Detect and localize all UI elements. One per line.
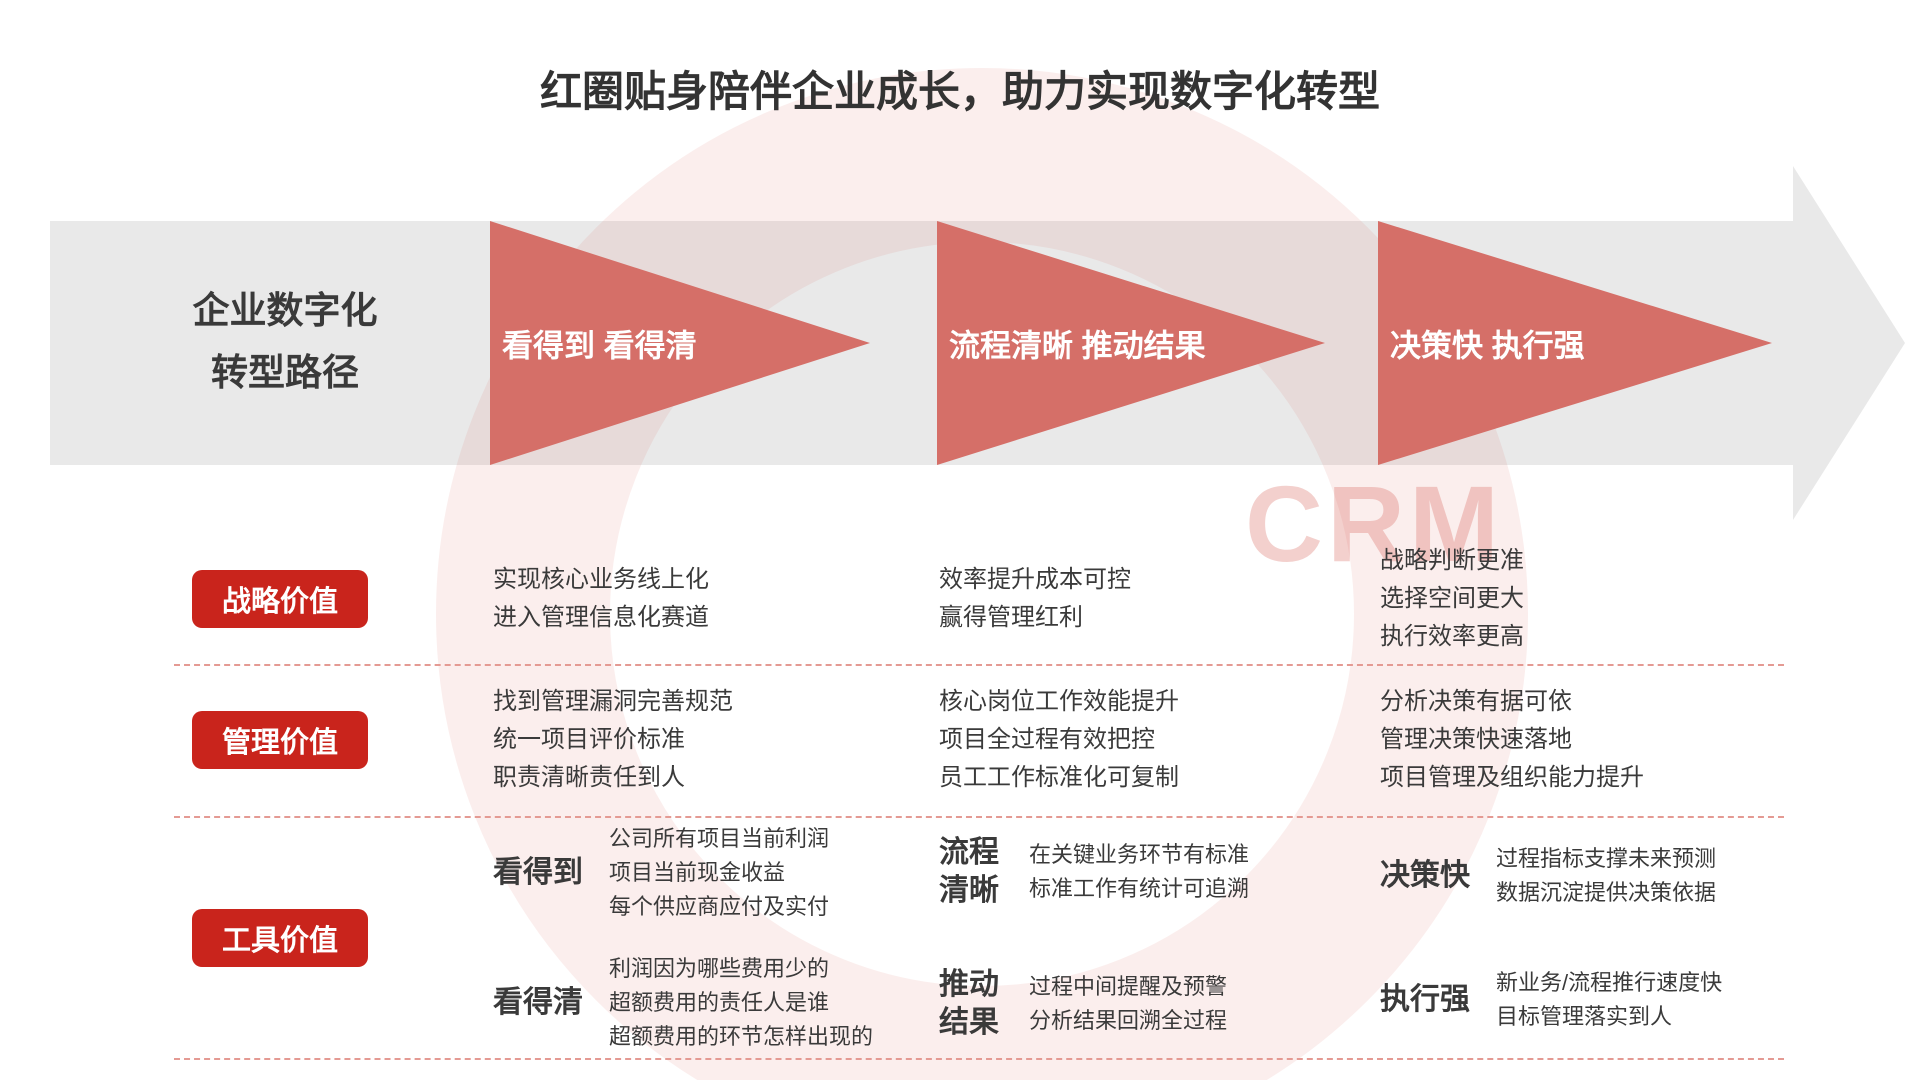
text-line: 分析决策有据可依 — [1380, 688, 1572, 715]
tool-group-strong-execution: 执行强 新业务/流程推行速度快 目标管理落实到人 — [1380, 966, 1722, 1034]
group-label: 推动结果 — [939, 968, 999, 1039]
text-line: 标准工作有统计可追溯 — [1029, 876, 1250, 901]
stage-3: 决策快 执行强 — [1378, 221, 1772, 465]
value-row-management: 管理价值 找到管理漏洞完善规范 统一项目评价标准 职责清晰责任到人 核心岗位工作… — [0, 664, 1920, 816]
text-line: 核心岗位工作效能提升 — [939, 688, 1179, 715]
group-items: 公司所有项目当前利润 项目当前现金收益 每个供应商应付及实付 — [609, 822, 829, 924]
group-label: 看得到 — [493, 856, 583, 889]
band-arrowhead-icon — [1793, 166, 1905, 520]
band-label-line1: 企业数字化 — [192, 290, 378, 331]
text-line: 每个供应商应付及实付 — [609, 894, 830, 919]
tool-col-1: 看得到 公司所有项目当前利润 项目当前现金收益 每个供应商应付及实付 看得清 利… — [493, 822, 873, 1054]
text-line: 利润因为哪些费用少的 — [609, 956, 830, 981]
tool-group-see-clearly: 看得清 利润因为哪些费用少的 超额费用的责任人是谁 超额费用的环节怎样出现的 — [493, 952, 873, 1054]
text-line: 实现核心业务线上化 — [493, 566, 709, 593]
text-line: 管理决策快速落地 — [1380, 726, 1572, 753]
stage-2-label: 流程清晰 推动结果 — [949, 328, 1206, 364]
group-items: 过程指标支撑未来预测 数据沉淀提供决策依据 — [1496, 842, 1716, 910]
strategic-col-1: 实现核心业务线上化 进入管理信息化赛道 — [493, 561, 709, 637]
tool-col-3: 决策快 过程指标支撑未来预测 数据沉淀提供决策依据 执行强 新业务/流程推行速度… — [1380, 842, 1722, 1034]
strategic-col-2: 效率提升成本可控 赢得管理红利 — [939, 561, 1131, 637]
text-line: 项目全过程有效把控 — [939, 726, 1155, 753]
tool-group-see-it: 看得到 公司所有项目当前利润 项目当前现金收益 每个供应商应付及实付 — [493, 822, 873, 924]
text-line: 在关键业务环节有标准 — [1029, 842, 1250, 867]
text-line: 目标管理落实到人 — [1496, 1004, 1673, 1029]
page-title: 红圈贴身陪伴企业成长，助力实现数字化转型 — [539, 68, 1380, 115]
text-line: 新业务/流程推行速度快 — [1496, 970, 1723, 995]
text-line: 执行效率更高 — [1380, 623, 1524, 650]
text-line: 数据沉淀提供决策依据 — [1496, 880, 1717, 905]
text-line: 选择空间更大 — [1380, 585, 1524, 612]
group-items: 过程中间提醒及预警 分析结果回溯全过程 — [1029, 970, 1227, 1038]
badge-tool-value: 工具价值 — [192, 909, 368, 967]
group-items: 利润因为哪些费用少的 超额费用的责任人是谁 超额费用的环节怎样出现的 — [609, 952, 873, 1054]
group-items: 新业务/流程推行速度快 目标管理落实到人 — [1496, 966, 1722, 1034]
management-col-3: 分析决策有据可依 管理决策快速落地 项目管理及组织能力提升 — [1380, 683, 1644, 797]
group-label: 流程清晰 — [939, 836, 999, 907]
text-line: 效率提升成本可控 — [939, 566, 1131, 593]
group-items: 在关键业务环节有标准 标准工作有统计可追溯 — [1029, 838, 1249, 906]
strategic-col-3: 战略判断更准 选择空间更大 执行效率更高 — [1380, 542, 1524, 656]
badge-management-value: 管理价值 — [192, 711, 368, 769]
tool-group-drive-results: 推动结果 过程中间提醒及预警 分析结果回溯全过程 — [939, 966, 1249, 1042]
text-line: 员工工作标准化可复制 — [939, 764, 1179, 791]
text-line: 分析结果回溯全过程 — [1029, 1008, 1228, 1033]
text-line: 过程指标支撑未来预测 — [1496, 846, 1717, 871]
band-label-line2: 转型路径 — [211, 352, 359, 393]
text-line: 进入管理信息化赛道 — [493, 604, 709, 631]
text-line: 项目管理及组织能力提升 — [1380, 764, 1644, 791]
management-col-1: 找到管理漏洞完善规范 统一项目评价标准 职责清晰责任到人 — [493, 683, 733, 797]
value-row-strategic: 战略价值 实现核心业务线上化 进入管理信息化赛道 效率提升成本可控 赢得管理红利… — [0, 534, 1920, 664]
text-line: 超额费用的责任人是谁 — [609, 990, 830, 1015]
text-line: 赢得管理红利 — [939, 604, 1083, 631]
badge-strategic-value: 战略价值 — [192, 570, 368, 628]
group-label: 决策快 — [1380, 859, 1470, 892]
management-col-2: 核心岗位工作效能提升 项目全过程有效把控 员工工作标准化可复制 — [939, 683, 1179, 797]
stage-3-label: 决策快 执行强 — [1390, 328, 1585, 364]
group-label: 执行强 — [1380, 983, 1470, 1016]
stage-2: 流程清晰 推动结果 — [937, 221, 1325, 465]
value-row-tool: 工具价值 看得到 公司所有项目当前利润 项目当前现金收益 每个供应商应付及实付 … — [0, 816, 1920, 1060]
tool-group-clear-process: 流程清晰 在关键业务环节有标准 标准工作有统计可追溯 — [939, 834, 1249, 910]
stage-1: 看得到 看得清 — [490, 221, 870, 465]
text-line: 统一项目评价标准 — [493, 726, 685, 753]
text-line: 找到管理漏洞完善规范 — [493, 688, 733, 715]
text-line: 战略判断更准 — [1380, 547, 1524, 574]
text-line: 职责清晰责任到人 — [493, 764, 685, 791]
dashed-divider — [174, 816, 1784, 818]
tool-group-fast-decision: 决策快 过程指标支撑未来预测 数据沉淀提供决策依据 — [1380, 842, 1722, 910]
text-line: 项目当前现金收益 — [609, 860, 786, 885]
band-label: 企业数字化 转型路径 — [120, 280, 450, 404]
text-line: 过程中间提醒及预警 — [1029, 974, 1228, 999]
dashed-divider — [174, 664, 1784, 666]
text-line: 公司所有项目当前利润 — [609, 826, 830, 851]
stage-1-label: 看得到 看得清 — [502, 328, 697, 364]
tool-col-2: 流程清晰 在关键业务环节有标准 标准工作有统计可追溯 推动结果 过程中间提醒及预… — [939, 834, 1249, 1042]
dashed-divider — [174, 1058, 1784, 1060]
text-line: 超额费用的环节怎样出现的 — [609, 1024, 874, 1049]
group-label: 看得清 — [493, 986, 583, 1019]
